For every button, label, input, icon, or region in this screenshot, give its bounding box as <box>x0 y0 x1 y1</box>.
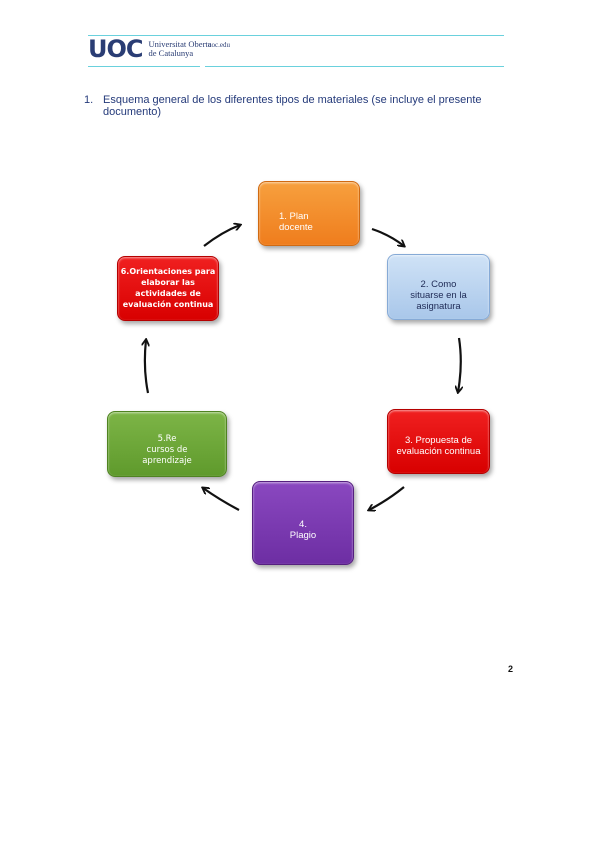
heading-text: Esquema general de los diferentes tipos … <box>103 94 482 118</box>
page-number: 2 <box>508 664 514 674</box>
node-orientaciones: 6.Orientaciones para elaborar las activi… <box>117 256 219 321</box>
header-rule-top <box>88 35 504 36</box>
heading-number: 1. <box>84 94 94 106</box>
node-label: 3. Propuesta de evaluación continua <box>396 435 481 457</box>
node-recursos-aprendizaje: 5.Re cursos de aprendizaje <box>107 411 227 477</box>
arrow-5-to-6 <box>145 340 148 394</box>
node-label: 1. Plan docente <box>279 211 313 233</box>
arrow-4-to-5 <box>203 488 240 511</box>
node-propuesta-evaluacion: 3. Propuesta de evaluación continua <box>387 409 490 474</box>
arrow-6-to-1 <box>203 225 240 247</box>
node-label: 5.Re cursos de aprendizaje <box>142 434 192 466</box>
header-rule-left <box>88 66 200 67</box>
node-plagio: 4. Plagio <box>252 481 354 565</box>
header-rule-right <box>205 66 504 67</box>
arrow-3-to-4 <box>369 486 405 510</box>
site-label: uoc.edu <box>208 41 230 49</box>
logo-text: Universitat Oberta de Catalunya <box>148 39 212 58</box>
arrow-1-to-2 <box>371 227 404 246</box>
uoc-logo-mark: UOC <box>88 35 144 63</box>
uoc-logo: UOC Universitat Oberta de Catalunya <box>88 34 212 64</box>
logo-letters: UOC <box>88 35 144 63</box>
node-plan-docente: 1. Plan docente <box>258 181 360 246</box>
node-label: 6.Orientaciones para elaborar las activi… <box>120 267 216 309</box>
node-como-situarse: 2. Como situarse en la asignatura <box>387 254 490 320</box>
node-label: 4. Plagio <box>289 519 317 541</box>
node-label: 2. Como situarse en la asignatura <box>410 279 467 312</box>
arrow-2-to-3 <box>458 337 461 392</box>
